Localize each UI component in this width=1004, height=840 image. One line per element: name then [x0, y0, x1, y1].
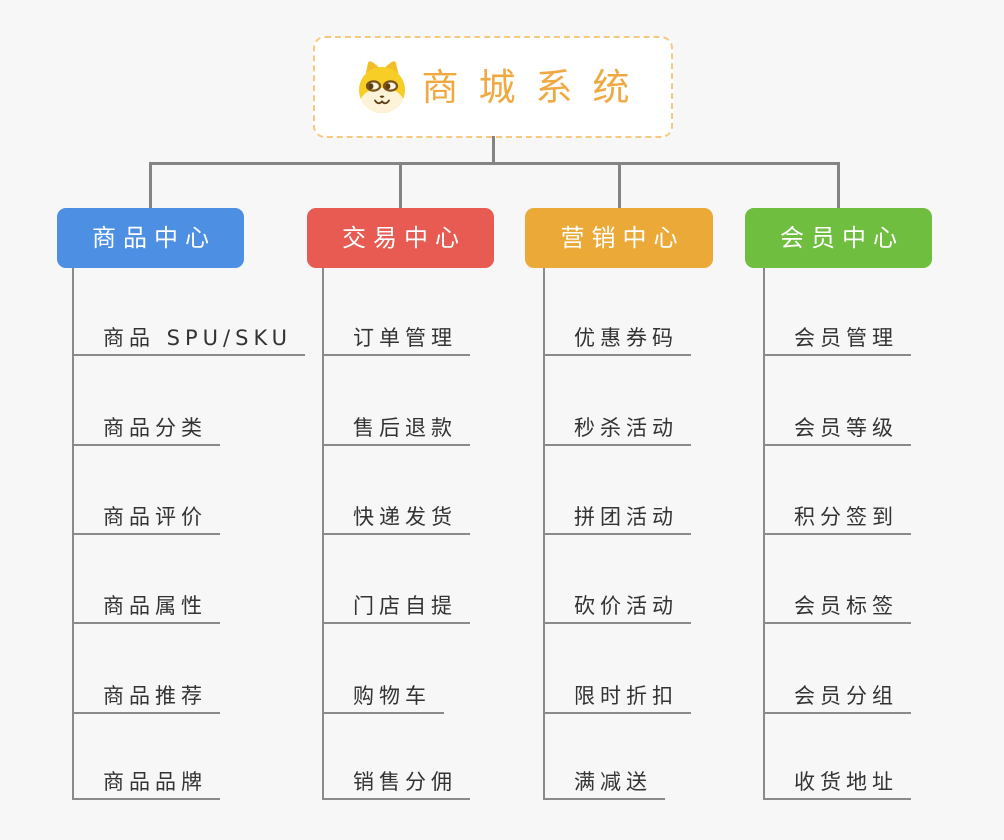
- leaf-node[interactable]: 商品属性: [72, 590, 220, 624]
- shiba-dog-icon: [358, 61, 405, 113]
- leaf-node[interactable]: 限时折扣: [543, 680, 691, 714]
- branch-header-trade-center[interactable]: 交易中心: [307, 208, 494, 268]
- branch-connector-drop: [837, 162, 840, 208]
- leaf-node[interactable]: 快递发货: [322, 501, 470, 535]
- branch-connector-drop: [618, 162, 621, 208]
- leaf-node[interactable]: 优惠券码: [543, 322, 691, 356]
- leaf-node[interactable]: 会员管理: [763, 322, 911, 356]
- leaf-node[interactable]: 秒杀活动: [543, 412, 691, 446]
- leaf-node[interactable]: 销售分佣: [322, 766, 470, 800]
- leaf-node[interactable]: 购物车: [322, 680, 444, 714]
- leaf-node[interactable]: 积分签到: [763, 501, 911, 535]
- leaf-node[interactable]: 商品 SPU/SKU: [72, 322, 306, 356]
- branch-connector-bar: [149, 162, 840, 165]
- branch-connector-drop: [149, 162, 152, 208]
- root-topic-node[interactable]: 商城系统: [313, 36, 673, 138]
- leaf-node[interactable]: 会员等级: [763, 412, 911, 446]
- branch-header-member-center[interactable]: 会员中心: [745, 208, 932, 268]
- leaf-node[interactable]: 商品评价: [72, 501, 220, 535]
- leaf-node[interactable]: 砍价活动: [543, 590, 691, 624]
- leaf-node[interactable]: 商品品牌: [72, 766, 220, 800]
- leaf-node[interactable]: 订单管理: [322, 322, 470, 356]
- root-connector-stub: [492, 136, 495, 165]
- leaf-node[interactable]: 满减送: [543, 766, 665, 800]
- branch-connector-drop: [399, 162, 402, 208]
- leaf-node[interactable]: 会员标签: [763, 590, 911, 624]
- leaf-node[interactable]: 会员分组: [763, 680, 911, 714]
- branch-header-product-center[interactable]: 商品中心: [57, 208, 244, 268]
- leaf-node[interactable]: 售后退款: [322, 412, 470, 446]
- leaf-node[interactable]: 商品分类: [72, 412, 220, 446]
- leaf-node[interactable]: 拼团活动: [543, 501, 691, 535]
- branch-header-marketing-center[interactable]: 营销中心: [525, 208, 713, 268]
- leaf-node[interactable]: 收货地址: [763, 766, 911, 800]
- leaf-node[interactable]: 商品推荐: [72, 680, 220, 714]
- leaf-node[interactable]: 门店自提: [322, 590, 470, 624]
- root-topic-label: 商城系统: [421, 65, 650, 109]
